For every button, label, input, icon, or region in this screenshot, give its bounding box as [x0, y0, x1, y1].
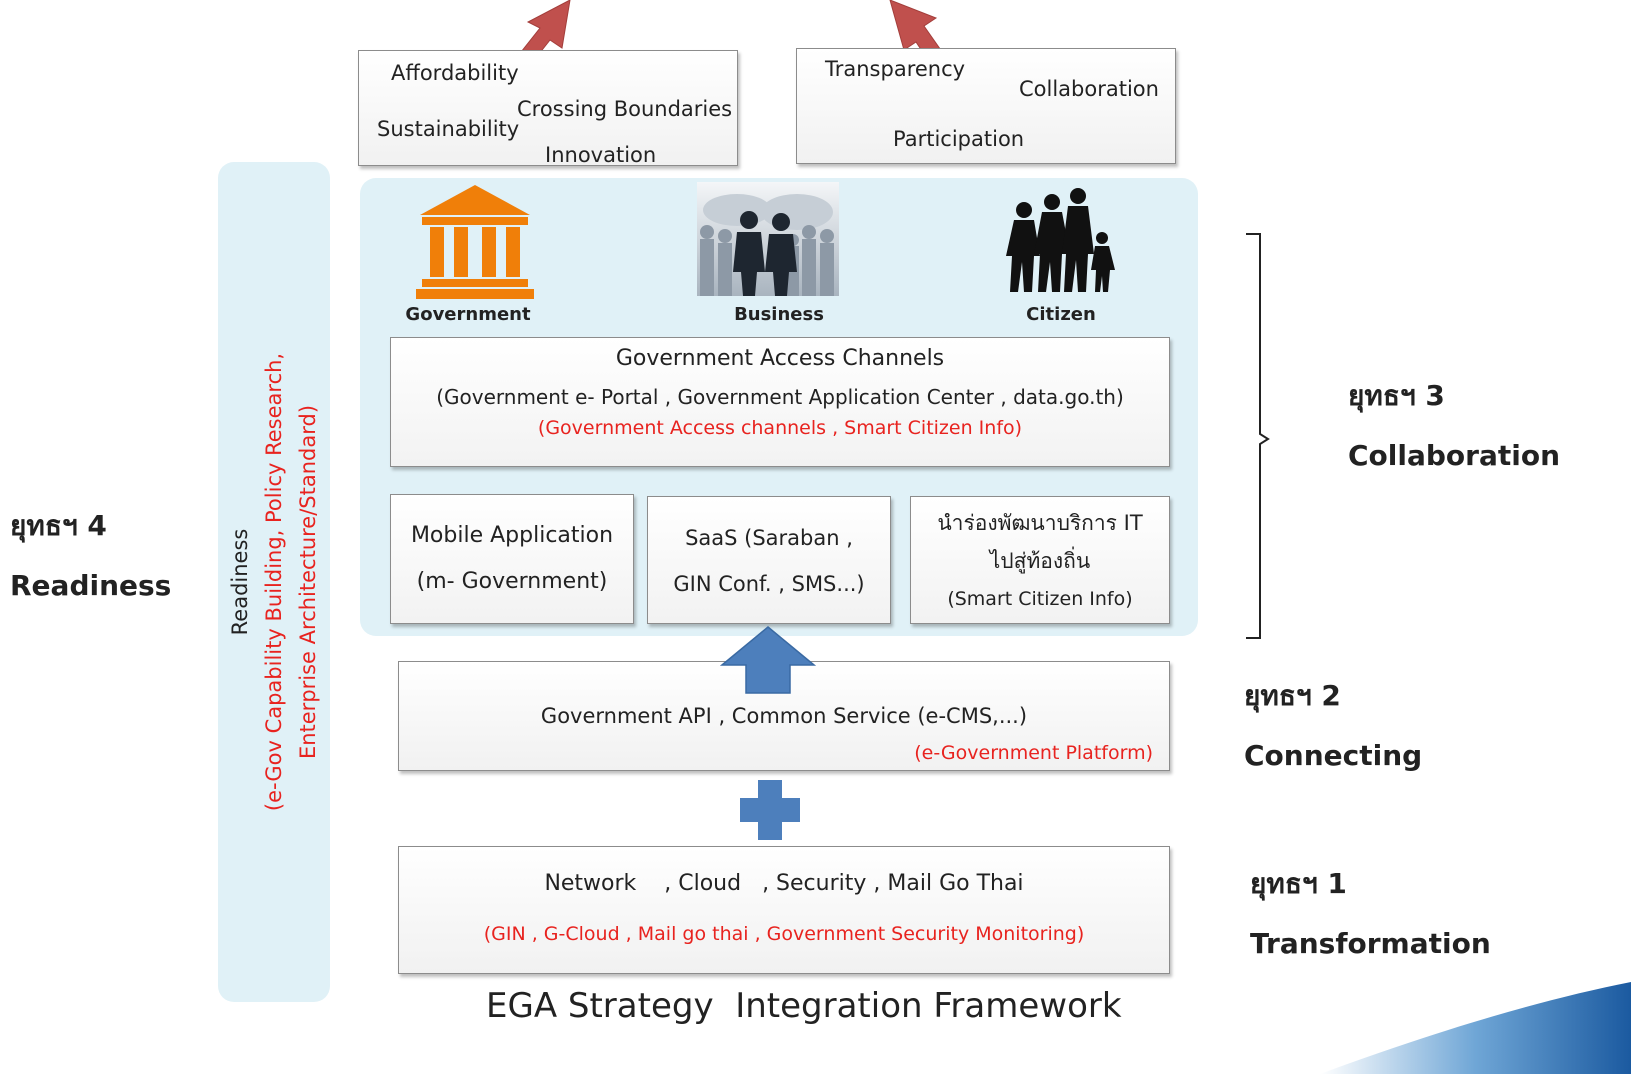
access-channels-detail: (Government e- Portal , Government Appli…	[436, 385, 1124, 409]
strategy-4-label: ยุทธฯ 4 Readiness	[10, 496, 171, 616]
stakeholder-government-label: Government	[405, 304, 531, 325]
value-innovation: Innovation	[545, 143, 657, 167]
mobile-line-2: (m- Government)	[416, 569, 608, 594]
strategy-4-name: Readiness	[10, 569, 172, 602]
mobile-application-box: Mobile Application (m- Government)	[390, 494, 634, 624]
plus-icon	[740, 780, 800, 840]
framework-title: EGA Strategy Integration Framework	[486, 986, 1122, 1026]
value-transparency: Transparency	[825, 57, 966, 81]
up-arrow-blue-icon	[720, 626, 816, 694]
saas-line-1: SaaS (Saraban ,	[685, 526, 853, 550]
access-channels-title: Government Access Channels	[615, 346, 945, 371]
stakeholder-business-label: Business	[734, 304, 824, 325]
saas-line-2: GIN Conf. , SMS...)	[673, 572, 865, 596]
business-people-icon	[697, 182, 839, 296]
value-affordability: Affordability	[391, 61, 519, 85]
value-collaboration: Collaboration	[1019, 77, 1159, 101]
saas-box: SaaS (Saraban , GIN Conf. , SMS...)	[647, 496, 891, 624]
strategy-1-name: Transformation	[1250, 927, 1491, 960]
mobile-line-1: Mobile Application	[410, 523, 614, 548]
readiness-panel	[218, 162, 330, 1002]
value-participation: Participation	[893, 127, 1025, 151]
strategy-4-number: ยุทธฯ 4	[10, 509, 107, 542]
value-crossing-boundaries: Crossing Boundaries	[517, 97, 733, 121]
citizen-family-icon	[1006, 188, 1115, 292]
strategy-3-number: ยุทธฯ 3	[1348, 379, 1445, 412]
strategy-3-name: Collaboration	[1348, 439, 1561, 472]
local-it-box: นำร่องพัฒนาบริการ IT ไปสู่ท้องถิ่น (Smar…	[910, 496, 1170, 624]
government-building-icon	[416, 185, 534, 299]
values-box-left: Affordability Crossing Boundaries Sustai…	[358, 50, 738, 167]
strategy-1-number: ยุทธฯ 1	[1250, 867, 1347, 900]
strategy-2-name: Connecting	[1244, 739, 1423, 772]
api-red: (e-Government Platform)	[914, 742, 1153, 764]
strategy-1-label: ยุทธฯ 1 Transformation	[1250, 854, 1491, 974]
local-line-3: (Smart Citizen Info)	[947, 588, 1133, 610]
readiness-detail-1: (e-Gov Capability Building, Policy Resea…	[262, 352, 286, 812]
access-channels-box: Government Access Channels (Government e…	[390, 337, 1170, 467]
value-sustainability: Sustainability	[377, 117, 520, 141]
strategy-2-number: ยุทธฯ 2	[1244, 679, 1341, 712]
strategy-2-label: ยุทธฯ 2 Connecting	[1244, 666, 1422, 786]
strategy-3-label: ยุทธฯ 3 Collaboration	[1348, 366, 1560, 486]
stakeholder-citizen-label: Citizen	[1026, 304, 1096, 325]
readiness-vertical-text: Readiness (e-Gov Capability Building, Po…	[223, 182, 325, 982]
readiness-detail-2: Enterprise Architecture/Standard)	[296, 404, 320, 760]
decorative-swoosh	[1320, 982, 1631, 1074]
local-line-1: นำร่องพัฒนาบริการ IT	[937, 511, 1143, 535]
api-title: Government API , Common Service (e-CMS,.…	[540, 704, 1028, 728]
infra-title: Network , Cloud , Security , Mail Go Tha…	[544, 871, 1024, 896]
infrastructure-box: Network , Cloud , Security , Mail Go Tha…	[398, 846, 1170, 974]
readiness-title: Readiness	[228, 528, 252, 636]
values-box-right: Transparency Collaboration Participation	[796, 48, 1176, 164]
infra-red: (GIN , G-Cloud , Mail go thai , Governme…	[483, 923, 1085, 945]
access-channels-red: (Government Access channels , Smart Citi…	[537, 417, 1023, 439]
local-line-2: ไปสู่ท้องถิ่น	[989, 549, 1091, 573]
collaboration-bracket-icon	[1246, 233, 1270, 639]
